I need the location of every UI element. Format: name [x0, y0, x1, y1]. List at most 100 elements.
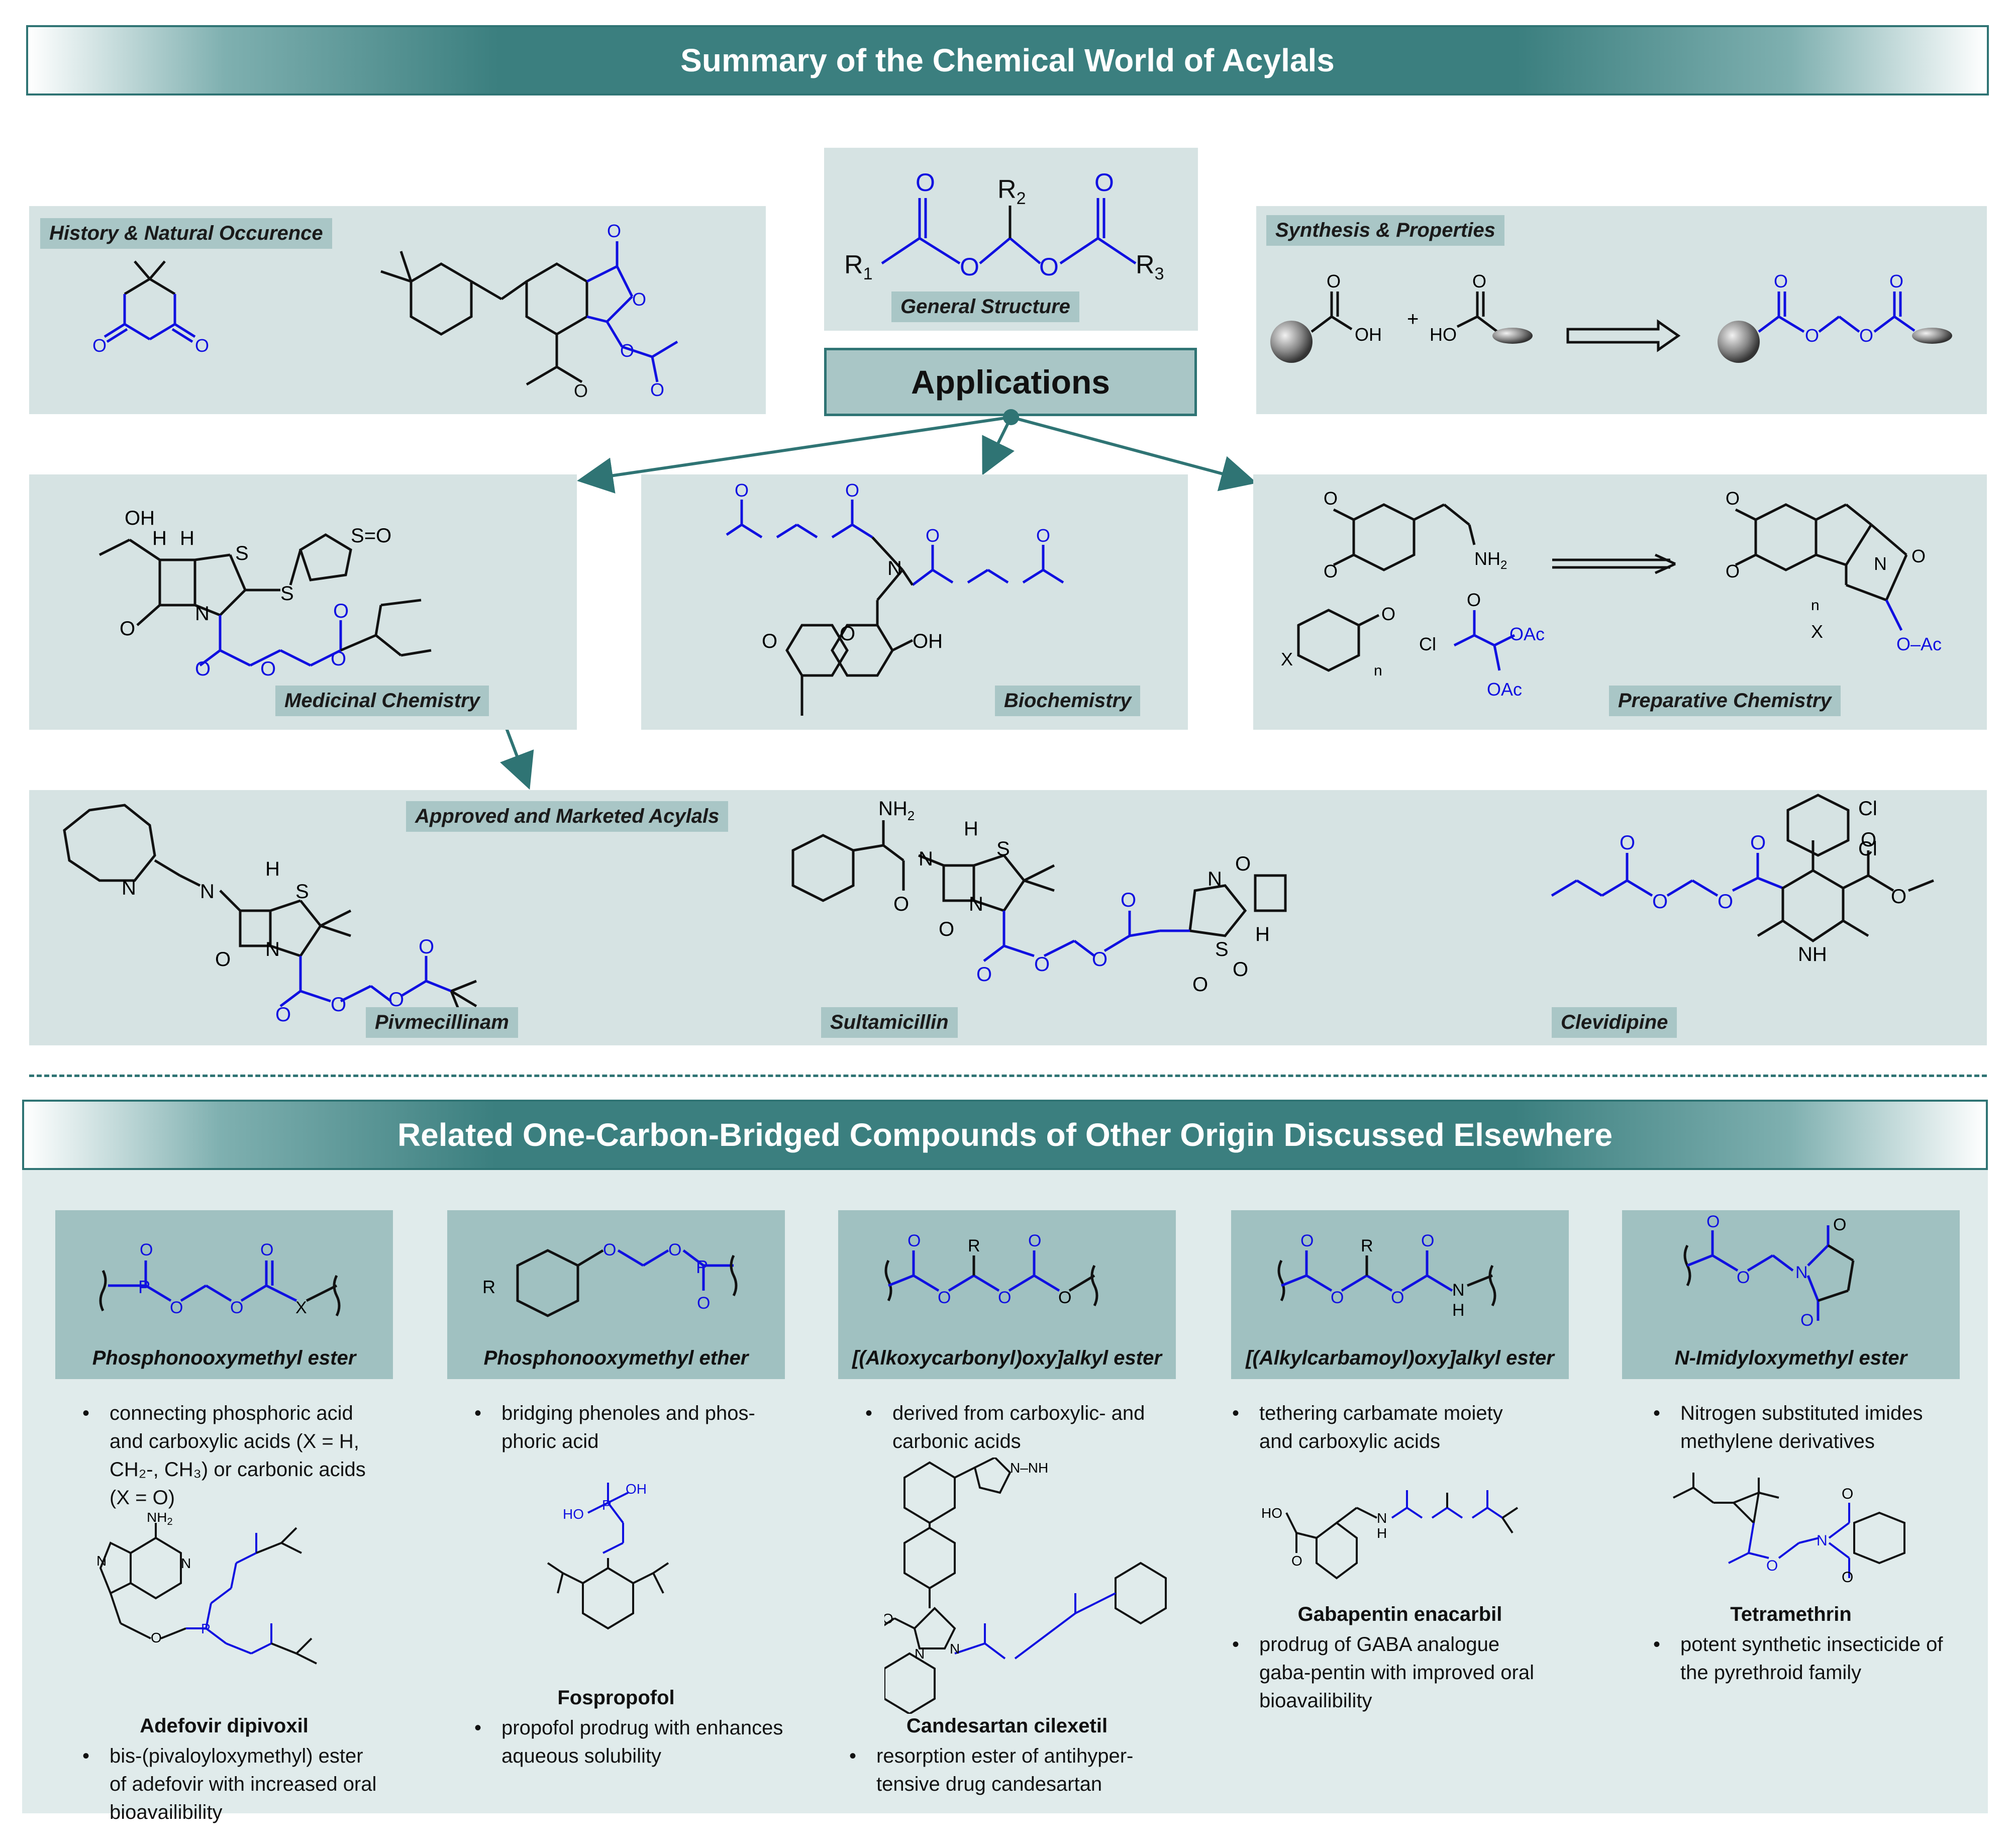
nh2-label: NH2 [1474, 548, 1507, 572]
sphere-icon [1270, 321, 1313, 363]
phosphonooxymethyl-ester-structure: P O O O O X [99, 1240, 341, 1317]
atom-o: O [960, 253, 979, 281]
o-label: O [1324, 561, 1338, 581]
o-label: O [762, 630, 777, 652]
atom-o: O [632, 289, 646, 310]
general-structure-tag: General Structure [891, 291, 1079, 322]
atom-r: R [482, 1277, 495, 1297]
meldrums-acid-structure [104, 260, 196, 343]
atom-h: H [1377, 1525, 1387, 1541]
cl-label: Cl [1858, 838, 1877, 860]
atom-p: P [602, 1497, 612, 1513]
bullet: •bridging phenoles and phos-phoric acid [474, 1399, 786, 1460]
bullet: •Nitrogen substituted imides methylene d… [1653, 1399, 1975, 1460]
card-label: Phosphonooxymethyl ester [92, 1347, 356, 1369]
atom-o: O [998, 1288, 1011, 1307]
approved-panel [29, 790, 1987, 1045]
drug-label-clevidipine: Clevidipine [1552, 1007, 1677, 1038]
o-label: O [1726, 561, 1740, 581]
related-title: Related One-Carbon-Bridged Compounds of … [397, 1117, 1613, 1153]
bullet-text: bis-(pivaloyloxymethyl) ester of adefovi… [110, 1745, 377, 1823]
atom-r: R [1361, 1236, 1373, 1255]
atom-n: N [1795, 1263, 1808, 1282]
atom-o: O [151, 1630, 162, 1645]
n-label: N [122, 877, 136, 899]
atom-o: O [668, 1240, 681, 1259]
drug-name: Gabapentin enacarbil [1297, 1603, 1502, 1625]
o-label: O [1034, 953, 1050, 976]
atom-o: O [1327, 271, 1341, 291]
applications-label: Applications [911, 363, 1111, 401]
atom-o: O [1331, 1288, 1344, 1307]
o-label: O [1911, 546, 1926, 566]
n-imidyloxymethyl-structure: O O N O O [1683, 1212, 1855, 1330]
related-title-bar: Related One-Carbon-Bridged Compounds of … [22, 1100, 1988, 1170]
oh-label: OH [913, 630, 943, 652]
h-label: H [1255, 923, 1270, 945]
alkylcarbamoyloxy-structure: O O R O O N H [1277, 1231, 1496, 1320]
o-label: O [215, 948, 231, 970]
atom-p: P [138, 1277, 150, 1297]
atom-o: O [1859, 325, 1873, 346]
main-title-bar: Summary of the Chemical World of Acylals [26, 25, 1989, 95]
atom-o: O [1058, 1288, 1071, 1307]
bullet-text: Nitrogen substituted imides methylene de… [1680, 1402, 1923, 1452]
card-alkylcarbamoyloxy-alkyl-ester [1231, 1210, 1569, 1379]
tetramethrin-structure: N O O O [1673, 1473, 1905, 1583]
plus-label: + [1407, 308, 1419, 330]
atom-o: O [1291, 1553, 1302, 1569]
o-label: O [1092, 948, 1107, 970]
n-label: N [919, 848, 933, 870]
atom-o: O [1842, 1486, 1853, 1502]
o-label: O [331, 648, 346, 670]
atom-o: O [1833, 1215, 1846, 1234]
atom-h: H [1452, 1301, 1465, 1320]
o-label: O [1750, 832, 1766, 854]
atom-o: O [1800, 1311, 1813, 1330]
atom-o: O [92, 335, 107, 356]
cl-label: Cl [1419, 634, 1436, 654]
o-label: O [1192, 974, 1208, 996]
drug-name: Fospropofol [557, 1687, 675, 1709]
atom-n: N [96, 1553, 107, 1569]
bullet-text: propofol prodrug with enhances aqueous s… [501, 1717, 783, 1767]
atom-o: O [195, 335, 209, 356]
preparative-tag: Preparative Chemistry [1609, 686, 1841, 716]
o-label: O [893, 893, 909, 915]
oac-label: OAc [1509, 624, 1545, 644]
bullet: •resorption ester of antihyper-tensive d… [849, 1742, 1181, 1802]
atom-o: O [1028, 1231, 1041, 1250]
atom-o: O [230, 1298, 243, 1317]
alkoxycarbonyloxy-structure: O O R O O O [884, 1231, 1098, 1307]
atom-n: N [950, 1641, 960, 1657]
bullet-text: tethering carbamate moiety and carboxyli… [1259, 1402, 1503, 1452]
history-tag: History & Natural Occurence [40, 218, 332, 249]
x-label: X [1811, 621, 1823, 642]
n-label: n [1811, 597, 1820, 614]
atom-o: O [1421, 1231, 1434, 1250]
n-label: N [969, 893, 983, 915]
bullet: •potent synthetic insecticide of the pyr… [1653, 1630, 1975, 1691]
o-label: O [419, 936, 434, 958]
bullet-text: connecting phosphoric acid and carboxyli… [110, 1402, 366, 1509]
atom-o: O [1094, 168, 1114, 197]
n-label: N [887, 557, 902, 579]
oh-label: OH [1355, 324, 1382, 345]
fospropofol-structure: P HO OH [547, 1481, 669, 1630]
atom-o: O [938, 1288, 951, 1307]
h-label: H [152, 527, 167, 549]
o-label: O [1726, 488, 1740, 509]
bullet-text: derived from carboxylic- and carbonic ac… [892, 1402, 1145, 1452]
o-label: O [1036, 525, 1050, 546]
bullet: •connecting phosphoric acid and carboxyl… [82, 1399, 394, 1515]
bullet: •prodrug of GABA analogue gaba-pentin wi… [1232, 1630, 1564, 1716]
atom-o: O [1039, 253, 1059, 281]
o-label: O [1620, 832, 1635, 854]
card-n-imidyloxymethyl-ester [1622, 1210, 1960, 1379]
ho-label: HO [1261, 1505, 1282, 1521]
atom-p: P [696, 1256, 708, 1277]
s-label: S [295, 881, 309, 903]
candesartan-structure: N–NH N N O [884, 1457, 1167, 1714]
atom-r: R [968, 1236, 980, 1255]
atom-x: X [295, 1298, 307, 1317]
